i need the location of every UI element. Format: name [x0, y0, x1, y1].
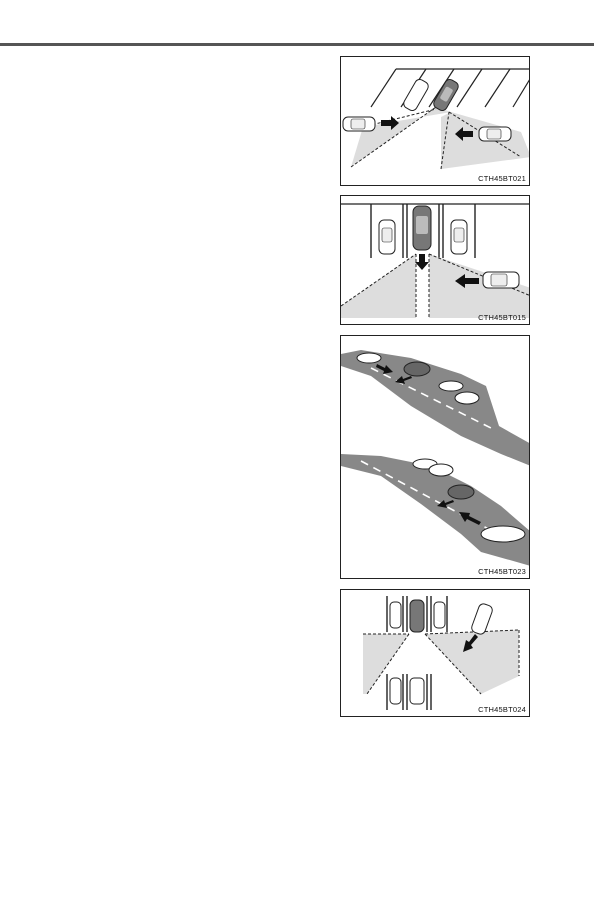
car-icon [389, 601, 402, 629]
car-icon [356, 352, 382, 364]
figure-perpendicular-parking: CTH45BT015 [340, 195, 530, 325]
arrow-icon [463, 634, 478, 652]
road-traffic-illustration [341, 350, 529, 566]
car-icon [412, 205, 432, 251]
perpendicular-parking-illustration [341, 203, 529, 318]
car-icon [342, 116, 376, 132]
figure-parking-lot: CTH45BT024 [340, 589, 530, 717]
car-icon [403, 78, 429, 112]
car-icon [447, 484, 475, 500]
figure-angled-parking: CTH45BT021 [340, 56, 530, 186]
car-icon [409, 677, 425, 705]
header-rule [0, 43, 594, 46]
arrow-icon [437, 500, 454, 508]
arrow-left-icon [455, 127, 473, 141]
car-icon [438, 380, 464, 392]
car-icon [433, 78, 459, 112]
figure-road-traffic: CTH45BT023 [340, 335, 530, 579]
car-icon [471, 603, 493, 635]
car-icon [478, 126, 512, 142]
arrow-icon [459, 512, 481, 525]
car-icon [482, 271, 520, 289]
arrow-icon [395, 376, 412, 384]
arrow-icon [376, 364, 393, 374]
car-icon [428, 463, 454, 477]
car-icon [389, 677, 402, 705]
car-icon [378, 219, 396, 255]
parking-lot-illustration [363, 596, 520, 710]
figure-code: CTH45BT015 [478, 313, 526, 322]
car-icon [403, 361, 431, 377]
car-icon [433, 601, 446, 629]
figure-code: CTH45BT021 [478, 174, 526, 183]
car-icon [454, 391, 480, 405]
angled-parking-illustration [342, 68, 529, 170]
car-icon [480, 525, 526, 543]
figure-code: CTH45BT024 [478, 705, 526, 714]
arrow-down-icon [415, 254, 429, 270]
figure-code: CTH45BT023 [478, 567, 526, 576]
arrow-left-icon [455, 274, 479, 288]
car-icon [450, 219, 468, 255]
arrow-right-icon [381, 116, 399, 130]
car-icon [409, 599, 425, 633]
